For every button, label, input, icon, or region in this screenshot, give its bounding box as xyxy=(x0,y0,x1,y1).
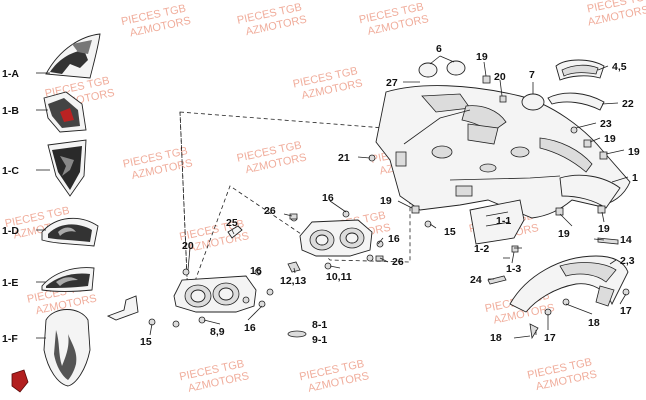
label-25: 25 xyxy=(226,217,238,229)
label-21: 21 xyxy=(338,152,350,164)
label-15: 15 xyxy=(444,226,456,238)
screw[interactable] xyxy=(622,288,630,296)
label-26: 26 xyxy=(264,205,276,217)
label-1-e: 1-E xyxy=(2,277,18,289)
label-1-1: 1-1 xyxy=(496,215,511,227)
clip-12-13[interactable] xyxy=(287,261,301,273)
label-2-3: 2,3 xyxy=(620,255,635,267)
decal-1c[interactable] xyxy=(47,139,87,197)
label-4-5: 4,5 xyxy=(612,61,627,73)
label-26: 26 xyxy=(392,256,404,268)
label-18: 18 xyxy=(588,317,600,329)
cover-4-5[interactable] xyxy=(555,59,605,81)
label-19: 19 xyxy=(598,223,610,235)
label-19: 19 xyxy=(604,133,616,145)
fastener-group xyxy=(148,75,630,340)
label-1-2: 1-2 xyxy=(474,243,489,255)
label-22: 22 xyxy=(622,98,634,110)
label-9-1: 9-1 xyxy=(312,334,327,346)
part-25[interactable] xyxy=(227,225,243,239)
label-10-11: 10,11 xyxy=(326,271,352,283)
label-1-d: 1-D xyxy=(2,225,19,237)
clip[interactable] xyxy=(555,207,564,216)
label-8-1: 8-1 xyxy=(312,319,327,331)
label-8-9: 8,9 xyxy=(210,326,225,338)
front-fender-body[interactable] xyxy=(375,85,631,219)
label-17: 17 xyxy=(544,332,556,344)
label-16: 16 xyxy=(250,265,262,277)
label-19: 19 xyxy=(628,146,640,158)
label-19: 19 xyxy=(558,228,570,240)
clip[interactable] xyxy=(289,213,298,220)
label-24: 24 xyxy=(470,274,482,286)
clip[interactable] xyxy=(583,139,592,148)
screw[interactable] xyxy=(172,320,180,328)
screw[interactable] xyxy=(242,296,250,304)
leader-lines xyxy=(36,55,629,339)
cap-6-pair[interactable] xyxy=(418,60,466,78)
label-14: 14 xyxy=(620,234,632,246)
screw[interactable] xyxy=(529,323,539,340)
clip[interactable] xyxy=(499,95,507,103)
clip[interactable] xyxy=(375,255,384,262)
cap-7[interactable] xyxy=(521,93,545,111)
clip[interactable] xyxy=(599,151,608,160)
label-7: 7 xyxy=(529,69,535,81)
label-1-f: 1-F xyxy=(2,333,18,345)
headlight-housing-upper[interactable] xyxy=(299,219,373,257)
mounting-bracket[interactable] xyxy=(106,295,139,321)
label-20: 20 xyxy=(182,240,194,252)
screw[interactable] xyxy=(570,126,578,134)
clip[interactable] xyxy=(482,75,491,84)
callout-labels: 1-A 1-B 1-C 1-D 1-E 1-F 6 19 20 7 4,5 27… xyxy=(2,43,640,348)
decal-1b[interactable] xyxy=(43,91,87,133)
label-1-3: 1-3 xyxy=(506,263,521,275)
label-1-a: 1-A xyxy=(2,68,19,80)
clip[interactable] xyxy=(511,245,519,253)
decal-1f[interactable] xyxy=(43,309,91,387)
headlight-assembly-lower[interactable] xyxy=(173,275,257,313)
grommet-8-1[interactable] xyxy=(287,330,307,338)
decal-1a[interactable] xyxy=(45,33,101,79)
label-18: 18 xyxy=(490,332,502,344)
decal-1d[interactable] xyxy=(41,217,99,247)
label-16: 16 xyxy=(388,233,400,245)
screw[interactable] xyxy=(342,210,350,218)
screw[interactable] xyxy=(254,268,262,276)
label-1: 1 xyxy=(632,172,638,184)
clip[interactable] xyxy=(411,205,420,214)
screw[interactable] xyxy=(424,220,432,228)
part-14[interactable] xyxy=(597,237,619,245)
fender-flare-2-3[interactable] xyxy=(509,255,629,313)
label-19: 19 xyxy=(380,195,392,207)
label-1-b: 1-B xyxy=(2,105,19,117)
screw[interactable] xyxy=(258,300,266,308)
part-24[interactable] xyxy=(487,275,507,285)
decal-1e[interactable] xyxy=(41,267,95,292)
screw[interactable] xyxy=(266,288,274,296)
trim-22[interactable] xyxy=(547,92,605,111)
brand-emblem-icon xyxy=(11,369,29,393)
clip[interactable] xyxy=(597,205,606,214)
label-17: 17 xyxy=(620,305,632,317)
label-16: 16 xyxy=(244,322,256,334)
label-23: 23 xyxy=(600,118,612,130)
label-20: 20 xyxy=(494,71,506,83)
label-1-c: 1-C xyxy=(2,165,19,177)
label-12-13: 12,13 xyxy=(280,275,306,287)
screw[interactable] xyxy=(182,268,190,276)
screw[interactable] xyxy=(366,254,374,262)
label-15: 15 xyxy=(140,336,152,348)
side-panel-1-1[interactable] xyxy=(469,199,525,245)
label-19: 19 xyxy=(476,51,488,63)
label-27: 27 xyxy=(386,77,398,89)
label-6: 6 xyxy=(436,43,442,55)
label-16: 16 xyxy=(322,192,334,204)
screw[interactable] xyxy=(562,298,570,306)
